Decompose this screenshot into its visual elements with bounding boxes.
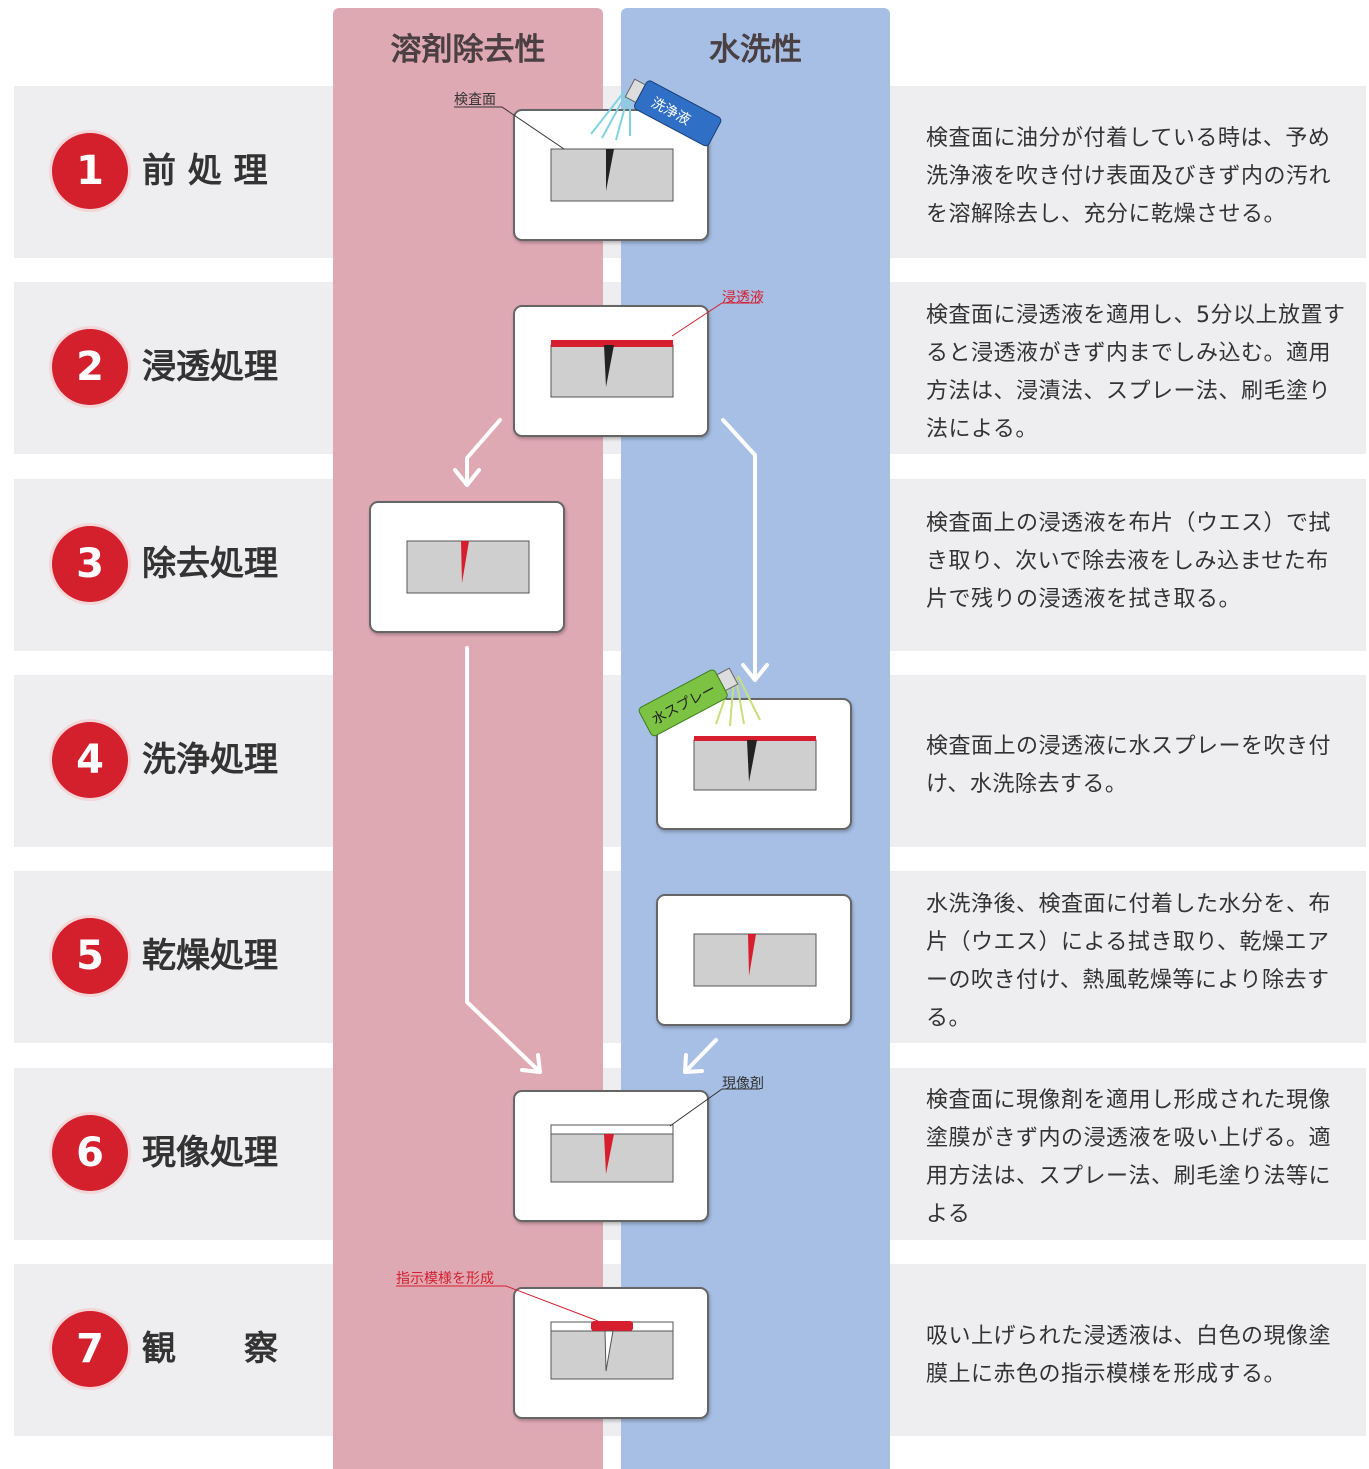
step-number-badge: 6 <box>52 1115 128 1191</box>
arrow-solvent-6-head <box>520 1053 542 1074</box>
specimen-card-developer <box>513 1090 709 1222</box>
specimen-card-drying <box>656 894 852 1026</box>
step-name: 乾燥処理 <box>142 936 278 976</box>
specimen-illustration <box>550 340 674 398</box>
arrow-solvent-head <box>453 468 481 487</box>
step-name: 現像処理 <box>142 1133 278 1173</box>
specimen-illustration <box>406 540 530 594</box>
step-number-badge: 4 <box>52 722 128 798</box>
indication-callout: 指示模様を形成 <box>396 1271 494 1287</box>
inspection-surface-callout: 検査面 <box>454 92 496 108</box>
callout-leader <box>454 106 565 150</box>
step-4-description: 検査面上の浸透液に水スプレーを吹き付け、水洗除去する。 <box>926 734 1332 797</box>
arrow-solvent-2-to-3 <box>465 418 502 487</box>
step-7-description: 吸い上げられた浸透液は、白色の現像塗膜上に赤色の指示模様を形成する。 <box>926 1324 1332 1387</box>
cleaner-spray-can-icon: 洗浄液 <box>590 78 722 147</box>
step-number-badge: 7 <box>52 1311 128 1387</box>
specimen-illustration <box>550 1321 674 1380</box>
developer-callout: 現像剤 <box>722 1076 764 1092</box>
callout-leader <box>396 1285 599 1322</box>
step-2-description: 検査面に浸透液を適用し、5分以上放置すると浸透液がきず内までしみ込む。適用方法は… <box>926 303 1346 442</box>
step-1-description: 検査面に油分が付着している時は、予め洗浄液を吹き付け表面及びきず内の汚れを溶解除… <box>926 126 1332 227</box>
water-column-title: 水洗性 <box>709 32 802 68</box>
callout-leader <box>671 302 760 337</box>
specimen-card-removal <box>369 501 565 633</box>
step-name: 除去処理 <box>142 544 278 584</box>
step-name: 洗浄処理 <box>142 740 278 780</box>
step-number-badge: 3 <box>52 526 128 602</box>
step-number-badge: 5 <box>52 918 128 994</box>
step-name: 観 察 <box>142 1329 278 1369</box>
specimen-illustration <box>550 148 674 202</box>
callout-leader <box>669 1088 760 1127</box>
specimen-illustration <box>693 933 817 987</box>
specimen-card-penetrant <box>513 305 709 437</box>
step-3-description: 検査面上の浸透液を布片（ウエス）で拭き取り、次いで除去液をしみ込ませた布片で残り… <box>926 511 1332 612</box>
arrow-water-2-to-4 <box>721 418 757 682</box>
solvent-column-title: 溶剤除去性 <box>390 32 546 68</box>
arrow-water-head <box>741 663 769 682</box>
specimen-illustration <box>693 736 817 791</box>
step-name: 前 処 理 <box>142 151 268 191</box>
specimen-illustration <box>550 1124 674 1183</box>
specimen-card-wash <box>656 698 852 830</box>
step-number-badge: 1 <box>52 133 128 209</box>
arrow-water-6-head <box>683 1053 704 1074</box>
penetrant-callout: 浸透液 <box>722 290 764 306</box>
water-spray-can-icon: 水スプレー <box>638 667 761 737</box>
specimen-card-observation <box>513 1287 709 1419</box>
step-number-badge: 2 <box>52 329 128 405</box>
arrow-water-5-to-6 <box>683 1038 718 1074</box>
step-6-description: 検査面に現像剤を適用し形成された現像塗膜がきず内の浸透液を吸い上げる。適用方法は… <box>926 1088 1332 1227</box>
step-name: 浸透処理 <box>142 347 278 387</box>
step-5-description: 水洗浄後、検査面に付着した水分を、布片（ウエス）による拭き取り、乾燥エアーの吹き… <box>926 892 1332 1031</box>
arrow-solvent-3-to-6 <box>465 646 542 1074</box>
